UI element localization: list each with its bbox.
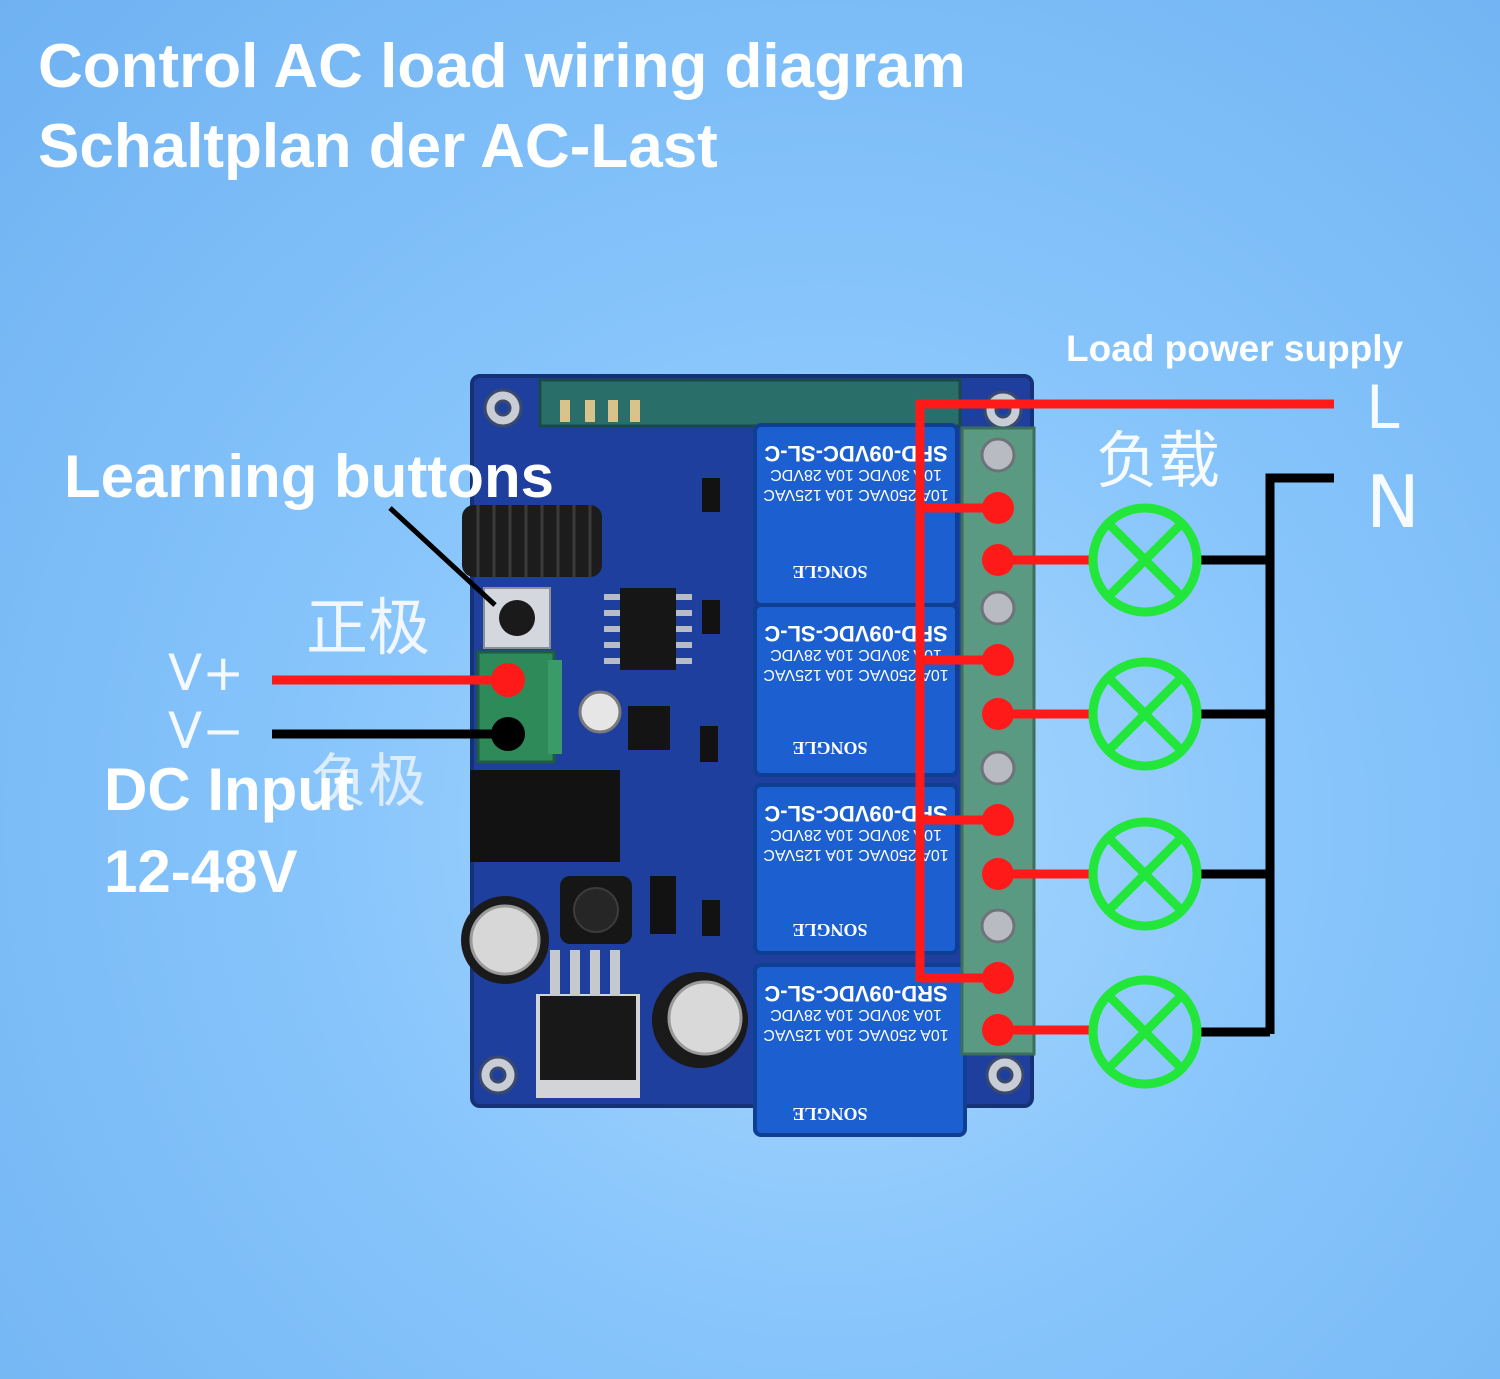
inductor <box>560 876 632 944</box>
wire-live-main <box>915 399 1334 982</box>
line-n-label: N <box>1366 460 1420 544</box>
relay-brand: SONGLE <box>792 562 867 582</box>
rf-module <box>538 378 962 428</box>
v-plus-label: V+ <box>168 644 245 702</box>
rf-module-pins <box>560 400 640 422</box>
relay-3: SRD-09VDC-SL-C 10A 30VDC 10A 28VDC 10A 2… <box>753 783 959 955</box>
learning-buttons-label: Learning buttons <box>64 443 554 510</box>
capacitor-large-2 <box>652 972 748 1068</box>
terminal-screws <box>980 437 1016 944</box>
lamp-icon <box>1088 657 1202 771</box>
negative-label-cn: 负极 <box>310 747 427 815</box>
relay-brand: SONGLE <box>792 1104 867 1124</box>
relay-rating: 10A 30VDC 10A 28VDC <box>770 466 942 483</box>
relay-rating: 10A 30VDC 10A 28VDC <box>770 826 942 843</box>
load-label-cn: 负载 <box>1096 424 1221 497</box>
page-title: Control AC load wiring diagram <box>38 32 966 101</box>
line-l-label: L <box>1366 373 1400 443</box>
relay-rating: 10A 250VAC 10A 125VAC <box>763 666 948 683</box>
relay-brand: SONGLE <box>792 738 867 758</box>
voltage-range-label: 12-48V <box>104 838 298 905</box>
relay-4: SRD-09VDC-SL-C 10A 30VDC 10A 28VDC 10A 2… <box>753 963 967 1137</box>
terminal-dc-positive-dot <box>491 663 525 697</box>
relay-model: SRD-09VDC-SL-C <box>764 981 947 1006</box>
relay-rating: 10A 250VAC 10A 125VAC <box>763 1026 948 1043</box>
relay-rating: 10A 250VAC 10A 125VAC <box>763 486 948 503</box>
learning-button-pointer <box>388 506 497 607</box>
lamp-icon <box>1088 503 1202 617</box>
dc-input-label: DC Input <box>104 756 354 823</box>
ic-chip <box>620 588 676 670</box>
relay-rating: 10A 250VAC 10A 125VAC <box>763 846 948 863</box>
positive-label-cn: 正极 <box>306 591 431 664</box>
relay-rating: 10A 30VDC 10A 28VDC <box>770 1006 942 1023</box>
relay-2: SRD-09VDC-SL-C 10A 30VDC 10A 28VDC 10A 2… <box>753 603 959 777</box>
capacitor-large-1 <box>461 896 549 984</box>
capacitor-small <box>578 690 622 734</box>
v-minus-label: V− <box>168 702 245 760</box>
regulator-main <box>536 950 640 1098</box>
dc-barrel-jack <box>470 770 620 862</box>
regulator-small <box>628 706 670 750</box>
wire-lamp-feeds <box>998 555 1090 1035</box>
relay-1: SRD-09VDC-SL-C 10A 30VDC 10A 28VDC 10A 2… <box>753 423 959 607</box>
learning-button <box>483 587 551 649</box>
lamp-icon <box>1088 975 1202 1089</box>
load-power-supply-label: Load power supply <box>1066 328 1404 369</box>
small-components <box>650 478 720 936</box>
antenna-coil <box>462 505 602 577</box>
terminal-dc-negative-dot <box>491 717 525 751</box>
lamp-icon <box>1088 817 1202 931</box>
relay-rating: 10A 30VDC 10A 28VDC <box>770 646 942 663</box>
ic-chip-pins <box>604 594 692 664</box>
wire-neutral-main <box>1265 473 1334 1034</box>
page-subtitle: Schaltplan der AC-Last <box>38 112 718 181</box>
wire-neutral-branches <box>1200 555 1270 1037</box>
output-terminal-strip <box>960 426 1036 1056</box>
relay-brand: SONGLE <box>792 920 867 940</box>
